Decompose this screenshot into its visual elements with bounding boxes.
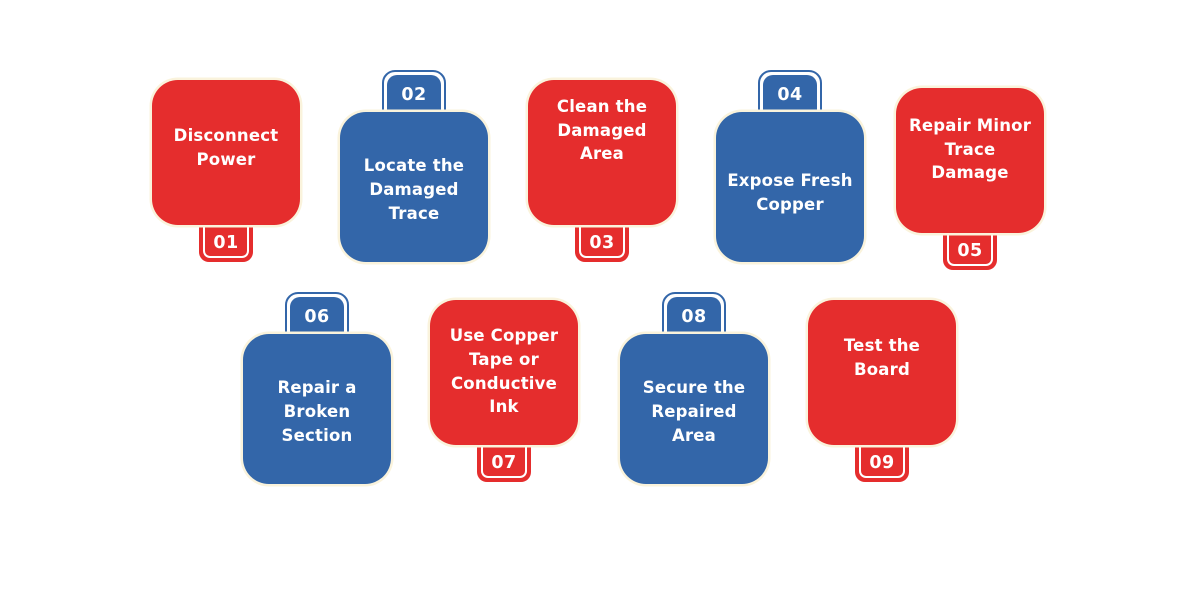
step-number: 07 — [491, 452, 517, 473]
step-label: Disconnect Power — [173, 125, 279, 169]
step-label: Locate the Damaged Trace — [363, 156, 465, 223]
step-card-body: Secure the Repaired Area — [620, 334, 768, 484]
step-number: 05 — [957, 240, 983, 261]
step-number: 01 — [213, 232, 239, 253]
step-number: 03 — [589, 232, 615, 253]
step-card-4: 04 Expose Fresh Copper — [716, 70, 864, 262]
step-number: 09 — [869, 452, 895, 473]
step-label: Use Copper Tape or Conductive Ink — [449, 325, 559, 417]
step-card-body: Locate the Damaged Trace — [340, 112, 488, 262]
step-card-5: 05 Repair Minor Trace Damage — [896, 88, 1044, 270]
step-card-body: Test the Board — [808, 300, 956, 445]
step-label: Secure the Repaired Area — [642, 378, 746, 445]
step-number: 02 — [401, 84, 427, 105]
step-card-9: 09 Test the Board — [808, 300, 956, 482]
step-card-body: Use Copper Tape or Conductive Ink — [430, 300, 578, 445]
step-card-body: Repair a Broken Section — [243, 334, 391, 484]
step-card-body: Expose Fresh Copper — [716, 112, 864, 262]
step-number: 08 — [681, 306, 707, 327]
step-card-body: Repair Minor Trace Damage — [896, 88, 1044, 233]
step-label: Test the Board — [843, 335, 921, 379]
step-card-1: 01 Disconnect Power — [152, 80, 300, 262]
step-card-body: Clean the Damaged Area — [528, 80, 676, 225]
step-label: Repair Minor Trace Damage — [908, 115, 1032, 183]
step-label: Expose Fresh Copper — [727, 171, 853, 214]
step-card-7: 07 Use Copper Tape or Conductive Ink — [430, 300, 578, 482]
step-number: 06 — [304, 306, 330, 327]
step-card-body: Disconnect Power — [152, 80, 300, 225]
step-card-8: 08 Secure the Repaired Area — [620, 292, 768, 484]
step-label: Clean the Damaged Area — [556, 96, 648, 164]
step-card-6: 06 Repair a Broken Section — [243, 292, 391, 484]
step-number: 04 — [777, 84, 803, 105]
step-label: Repair a Broken Section — [277, 378, 357, 445]
step-card-3: 03 Clean the Damaged Area — [528, 80, 676, 262]
step-card-2: 02 Locate the Damaged Trace — [340, 70, 488, 262]
